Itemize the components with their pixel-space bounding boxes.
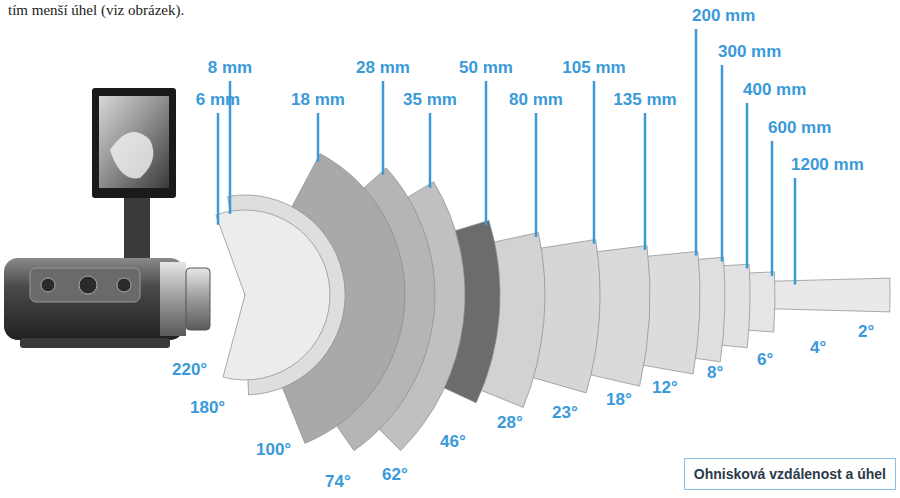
angle-label: 23° [552, 403, 578, 423]
focal-length-label: 8 mm [208, 58, 252, 78]
lens [186, 268, 210, 330]
angle-label: 12° [652, 378, 678, 398]
angle-label: 8° [707, 363, 723, 383]
focal-length-label: 50 mm [459, 58, 513, 78]
focal-length-label: 200 mm [692, 6, 755, 26]
leader-line [746, 103, 749, 268]
leader-line [794, 178, 797, 285]
lens-ring [160, 262, 186, 336]
leader-line [429, 113, 432, 188]
angle-label: 6° [757, 350, 773, 370]
focal-length-label: 600 mm [768, 118, 831, 138]
angle-label: 18° [606, 390, 632, 410]
focal-length-label: 105 mm [562, 58, 625, 78]
screen-frame [92, 88, 176, 198]
caption-text: Ohnisková vzdálenost a úhel [694, 465, 886, 483]
screen-image [99, 96, 169, 188]
focal-length-label: 400 mm [743, 80, 806, 100]
intro-text: tím menší úhel (viz obrázek). [8, 2, 184, 19]
leader-line [217, 113, 220, 225]
button [79, 276, 97, 294]
angle-label: 62° [382, 465, 408, 485]
caption-box: Ohnisková vzdálenost a úhel [684, 458, 896, 490]
camera-body [4, 258, 184, 340]
leader-line [771, 141, 774, 276]
leader-line [695, 29, 698, 256]
angle-label: 220° [172, 360, 207, 380]
angle-wedge [216, 210, 330, 380]
control-panel [30, 268, 140, 302]
screen-hinge [124, 190, 150, 260]
leader-line [317, 113, 320, 162]
angle-label: 2° [858, 322, 874, 342]
focal-length-label: 1200 mm [791, 155, 864, 175]
screen-picture [110, 132, 153, 178]
leader-lines [218, 29, 795, 285]
button [41, 278, 55, 292]
leader-line [535, 113, 538, 237]
focal-length-label: 300 mm [718, 42, 781, 62]
leader-line [644, 113, 647, 250]
leader-line [382, 81, 385, 175]
angle-fan [216, 154, 890, 451]
angle-label: 4° [810, 338, 826, 358]
camera-base [20, 338, 170, 348]
leader-line [485, 81, 488, 225]
angle-label: 28° [497, 413, 523, 433]
focal-length-label: 18 mm [291, 90, 345, 110]
focal-length-label: 80 mm [509, 90, 563, 110]
angle-label: 46° [440, 432, 466, 452]
angle-label: 100° [256, 440, 291, 460]
leader-line [593, 81, 596, 244]
angle-label: 74° [325, 472, 351, 492]
focal-length-label: 28 mm [356, 58, 410, 78]
camera [4, 88, 210, 348]
angle-label: 180° [190, 398, 225, 418]
button [117, 278, 131, 292]
focal-length-label: 35 mm [403, 90, 457, 110]
focal-length-label: 6 mm [196, 90, 240, 110]
focal-length-label: 135 mm [613, 90, 676, 110]
leader-line [721, 65, 724, 262]
